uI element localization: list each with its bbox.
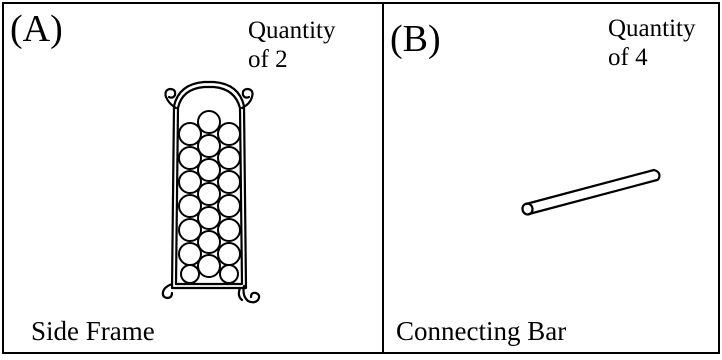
part-letter: (B)	[390, 18, 441, 60]
part-quantity: Quantity of 4	[608, 15, 696, 71]
part-caption: Connecting Bar	[396, 316, 567, 346]
part-panel-side-frame: (A) Quantity of 2	[2, 2, 384, 354]
connecting-bar-icon	[521, 168, 661, 216]
side-frame-icon	[161, 80, 261, 304]
part-panel-connecting-bar: (B) Quantity of 4 Connecting Bar	[382, 2, 720, 354]
part-quantity: Quantity of 2	[248, 17, 336, 73]
part-letter: (A)	[10, 8, 63, 50]
part-caption: Side Frame	[31, 316, 155, 346]
